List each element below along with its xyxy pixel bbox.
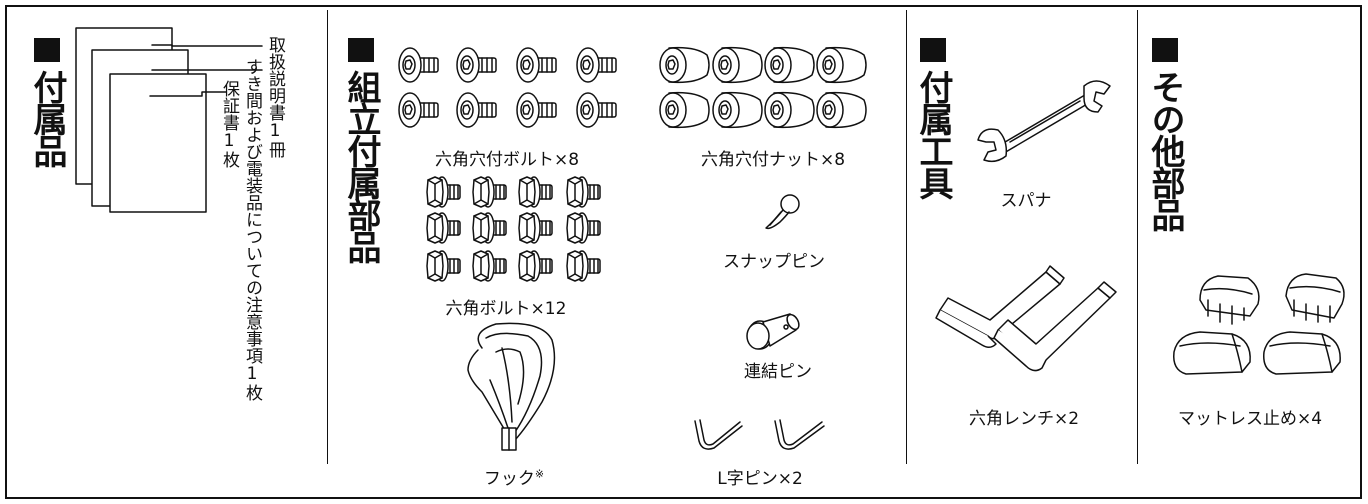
snap-pin [765,194,800,230]
mattress-stopper-bottom-left [1173,331,1251,375]
divider-3 [1137,10,1138,464]
section-marker-square [1152,38,1178,62]
label-mattress-stopper: マットレス止め×4 [1177,409,1323,429]
label-spanner: スパナ [1000,191,1052,211]
label-hex-wrench: 六角レンチ×2 [968,409,1080,429]
label-link-pin: 連結ピン [744,362,812,382]
doc-item-manual: 取扱説明書1冊 [265,36,285,158]
section-title-other-parts: その他部品 [1145,70,1185,230]
label-snap-pin: スナップピン [723,252,825,272]
label-hook: フック※ [484,464,544,489]
doc-item-warranty: 保証書1枚 [219,80,239,168]
hook [467,322,556,451]
label-hex-socket-nut: 六角穴付ナット×8 [700,150,846,170]
divider-1 [327,10,328,464]
hex-wrench-pair [935,265,1117,372]
mattress-stopper-bottom-right [1263,331,1341,375]
section-title-assembly-parts: 組立付属部品 [341,70,381,262]
diagram-frame [5,5,1362,499]
section-marker-square [920,38,946,62]
section-title-tools: 付属工具 [913,70,953,198]
mattress-stopper-top-left [1199,275,1260,325]
section-marker-square [348,38,374,62]
label-l-pin: L字ピン×2 [717,469,803,489]
label-hex-bolt: 六角ボルト×12 [445,299,567,319]
label-hook-text: フック [483,469,535,489]
link-pin [746,313,800,350]
l-pin-pair [694,419,825,450]
mattress-stopper-top-right [1285,273,1345,323]
section-marker-square [34,38,60,62]
divider-2 [906,10,907,464]
label-hook-note-mark: ※ [534,467,545,481]
spanner [977,80,1111,163]
label-hex-socket-bolt: 六角穴付ボルト×8 [434,150,580,170]
section-title-documents: 付属品 [27,70,67,166]
doc-item-notice-sheet: すき間および電装品についての注意事項1枚 [242,58,262,401]
